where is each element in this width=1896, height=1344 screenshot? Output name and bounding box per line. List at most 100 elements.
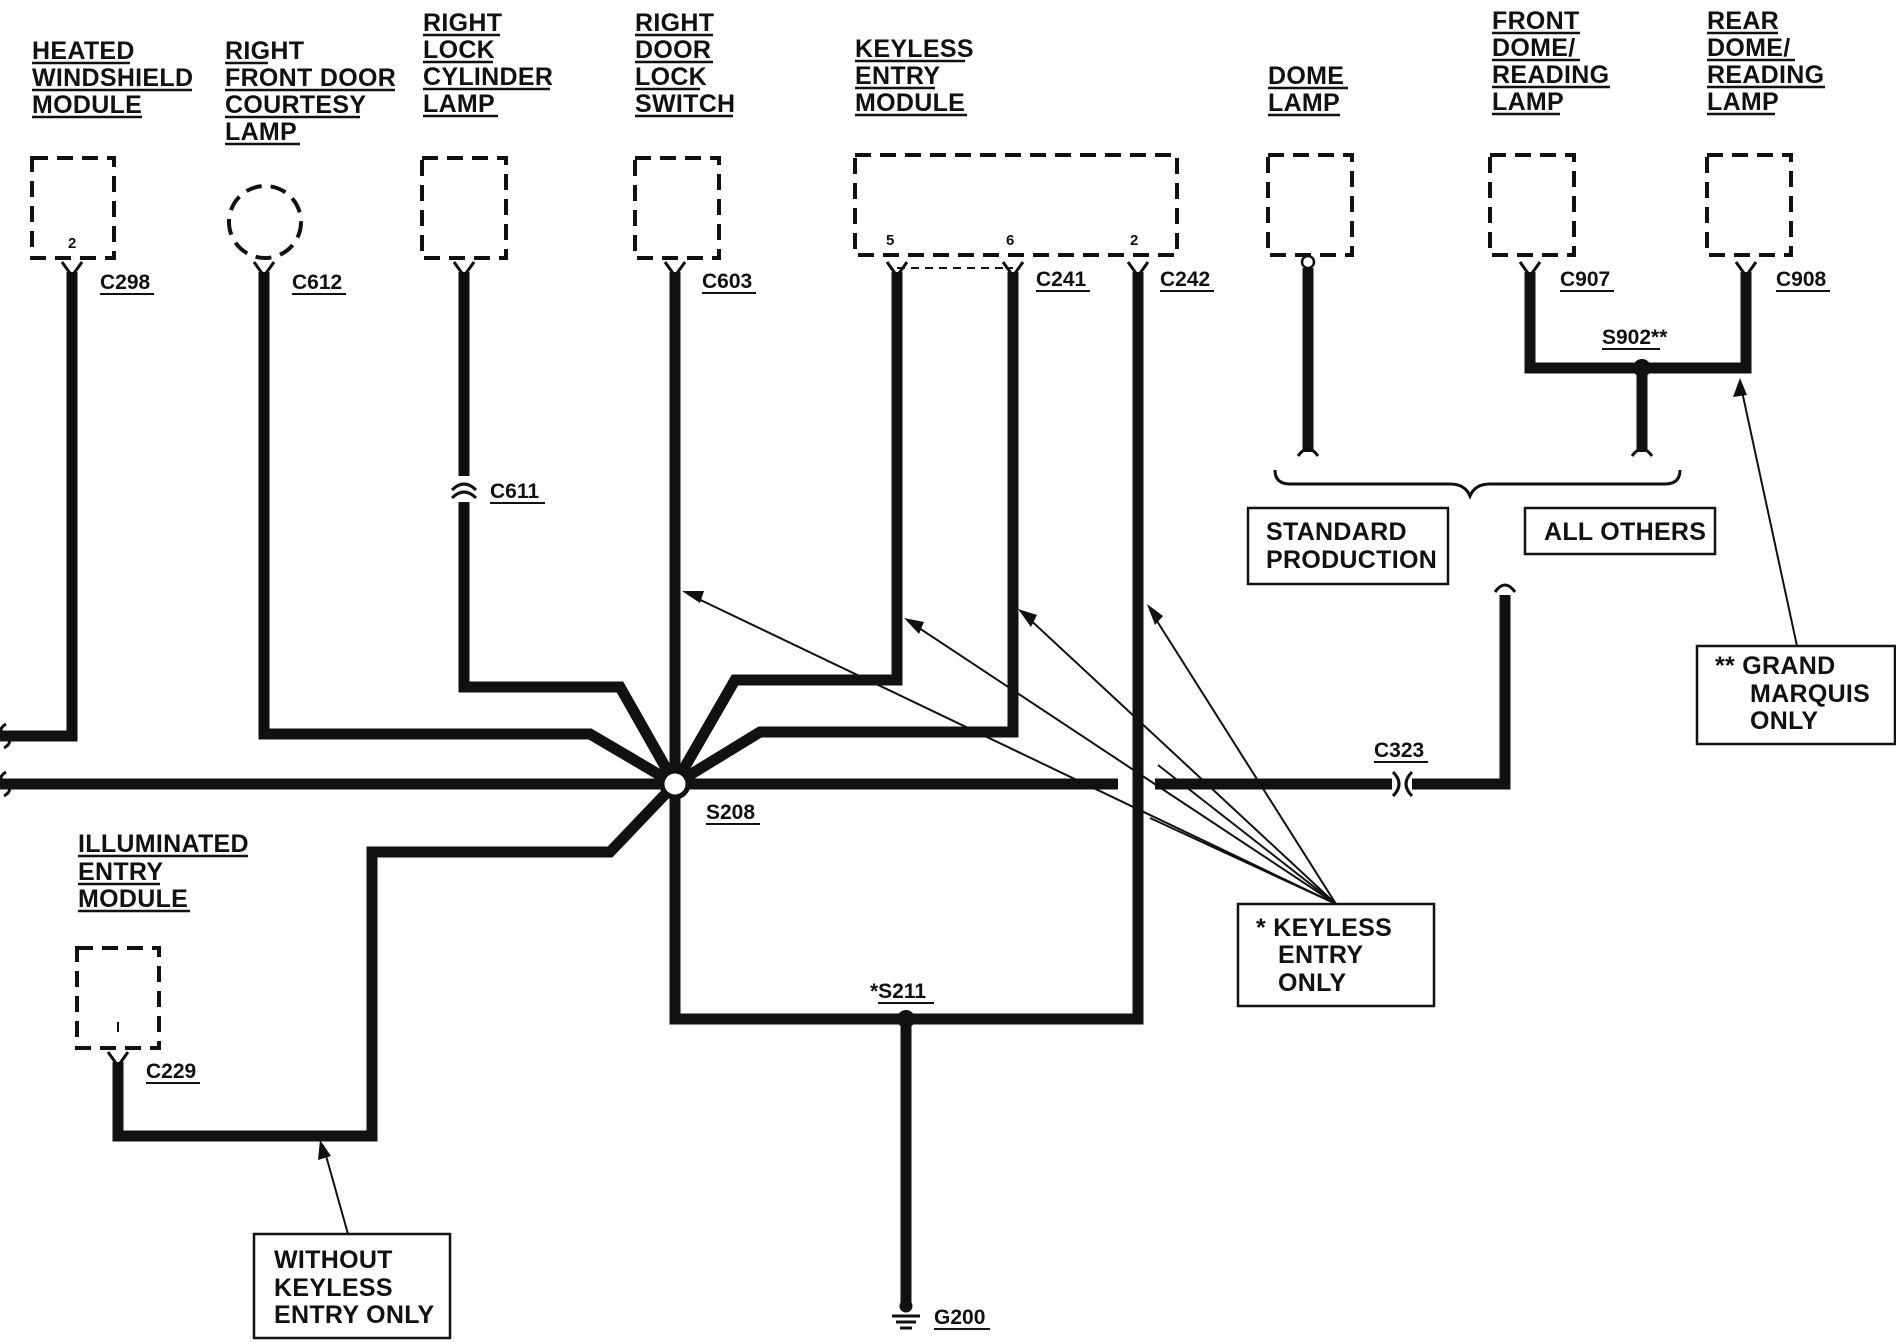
label-c603: C603 — [702, 270, 752, 293]
front-dome-line4: LAMP — [1492, 88, 1564, 116]
dome-lamp-line2: LAMP — [1268, 89, 1340, 117]
label-s208: S208 — [706, 801, 755, 824]
label-c323: C323 — [1374, 739, 1424, 762]
header-underlines — [32, 31, 1825, 913]
rf-courtesy-line1: RIGHT — [225, 37, 304, 65]
svg-text:** GRAND: ** GRAND — [1715, 652, 1835, 680]
svg-text:MARQUIS: MARQUIS — [1750, 680, 1870, 708]
svg-text:ENTRY ONLY: ENTRY ONLY — [274, 1301, 434, 1329]
connector-label-underlines — [100, 290, 1830, 1330]
lock-switch-line1: RIGHT — [635, 9, 714, 37]
label-c611: C611 — [490, 480, 539, 503]
lock-switch-line3: LOCK — [635, 63, 707, 91]
heated-windshield-line1: HEATED — [32, 37, 135, 65]
rf-courtesy-line2: FRONT DOOR — [225, 64, 396, 92]
heated-windshield-line2: WINDSHIELD — [32, 64, 193, 92]
front-dome-reading-header: FRONT DOME/ READING LAMP — [1492, 7, 1609, 116]
svg-text:KEYLESS: KEYLESS — [274, 1274, 393, 1302]
leader-arrows — [318, 378, 1798, 1235]
lock-switch-line4: SWITCH — [635, 90, 735, 118]
right-lock-cylinder-lamp-header: RIGHT LOCK CYLINDER LAMP — [423, 9, 553, 118]
wire-keyless-pin5 — [670, 272, 903, 787]
keyless-entry-module-header: KEYLESS ENTRY MODULE — [855, 35, 974, 117]
svg-text:ONLY: ONLY — [1750, 707, 1818, 735]
grand-marquis-note: ** GRAND MARQUIS ONLY — [1695, 644, 1896, 746]
wires — [0, 268, 1752, 1302]
dome-lamp-header: DOME LAMP — [1268, 62, 1344, 117]
label-c229: C229 — [146, 1060, 196, 1083]
option-brace — [1273, 469, 1682, 500]
svg-text:* KEYLESS: * KEYLESS — [1256, 914, 1392, 942]
wire-illuminated-entry — [112, 780, 679, 1142]
label-g200: G200 — [934, 1306, 985, 1329]
front-dome-box — [1488, 153, 1576, 257]
dome-lamp-terminal — [1300, 254, 1316, 270]
keyless-pin-2: 2 — [1130, 232, 1138, 249]
heated-windshield-module-header: HEATED WINDSHIELD MODULE — [32, 37, 193, 119]
rear-dome-reading-header: REAR DOME/ READING LAMP — [1707, 7, 1824, 116]
standard-production-note: STANDARD PRODUCTION — [1246, 506, 1450, 586]
wire-s208-to-s211 — [669, 784, 906, 1025]
rf-courtesy-line3: COURTESY — [225, 91, 366, 119]
svg-text:WITHOUT: WITHOUT — [274, 1246, 393, 1274]
keyless-module-line3: MODULE — [855, 89, 965, 117]
illum-line2: ENTRY — [78, 858, 163, 886]
rear-dome-line1: REAR — [1707, 7, 1779, 35]
label-c908: C908 — [1776, 268, 1827, 291]
label-s902: S902** — [1602, 326, 1668, 349]
all-others-note: ALL OTHERS — [1523, 506, 1717, 556]
wire-heated-windshield — [0, 272, 78, 742]
illuminated-entry-header: ILLUMINATED ENTRY MODULE — [78, 830, 249, 913]
connector-labels: C298 C612 C611 C603 C241 C242 C907 C908 … — [100, 268, 1827, 1329]
front-dome-line2: DOME/ — [1492, 34, 1575, 62]
rear-dome-line2: DOME/ — [1707, 34, 1790, 62]
heated-windshield-pin: 2 — [68, 235, 76, 252]
label-c298: C298 — [100, 271, 151, 294]
door-lock-switch-box — [633, 156, 721, 260]
lock-cyl-line2: LOCK — [423, 36, 495, 64]
lock-switch-line2: DOOR — [635, 36, 711, 64]
wire-courtesy-lamp — [258, 272, 678, 789]
lock-cylinder-lamp-box — [420, 156, 508, 260]
keyless-pin-5: 5 — [886, 232, 894, 249]
without-keyless-note: WITHOUT KEYLESS ENTRY ONLY — [252, 1232, 452, 1340]
keyless-module-line1: KEYLESS — [855, 35, 974, 63]
keyless-module-line2: ENTRY — [855, 62, 940, 90]
front-dome-line3: READING — [1492, 61, 1609, 89]
rear-dome-line3: READING — [1707, 61, 1824, 89]
svg-text:STANDARD: STANDARD — [1266, 518, 1407, 546]
illuminated-entry-box — [75, 946, 161, 1050]
svg-text:PRODUCTION: PRODUCTION — [1266, 546, 1437, 574]
keyless-entry-module-box — [853, 153, 1179, 257]
label-c612: C612 — [292, 271, 342, 294]
lock-cyl-line1: RIGHT — [423, 9, 502, 37]
lock-cyl-line4: LAMP — [423, 90, 495, 118]
connector-symbols — [0, 261, 1758, 1069]
dome-lamp-box — [1266, 153, 1354, 257]
label-c242: C242 — [1160, 268, 1210, 291]
lock-cyl-line3: CYLINDER — [423, 63, 553, 91]
wire-c323-to-all-others — [1412, 595, 1511, 790]
svg-text:ONLY: ONLY — [1278, 969, 1346, 997]
wire-keyless-pin6 — [672, 272, 1019, 789]
rear-dome-line4: LAMP — [1707, 88, 1779, 116]
label-s211: *S211 — [870, 980, 926, 1003]
illum-line3: MODULE — [78, 885, 188, 913]
front-dome-line1: FRONT — [1492, 7, 1580, 35]
wire-keyless-pin2 — [906, 272, 1144, 1025]
rf-courtesy-line4: LAMP — [225, 118, 297, 146]
label-c907: C907 — [1560, 268, 1610, 291]
svg-text:ALL OTHERS: ALL OTHERS — [1544, 518, 1706, 546]
label-c241: C241 — [1036, 268, 1087, 291]
illum-line1: ILLUMINATED — [78, 830, 249, 858]
rear-dome-box — [1705, 153, 1793, 257]
keyless-entry-only-note: * KEYLESS ENTRY ONLY — [1236, 902, 1436, 1008]
wire-lock-cyl-lower — [458, 502, 680, 787]
svg-text:ENTRY: ENTRY — [1278, 941, 1363, 969]
splice-s208 — [659, 768, 691, 800]
splice-s211 — [897, 1010, 915, 1028]
rf-courtesy-lamp-symbol — [227, 184, 303, 260]
dome-lamp-line1: DOME — [1268, 62, 1344, 90]
keyless-pin-6: 6 — [1006, 232, 1014, 249]
